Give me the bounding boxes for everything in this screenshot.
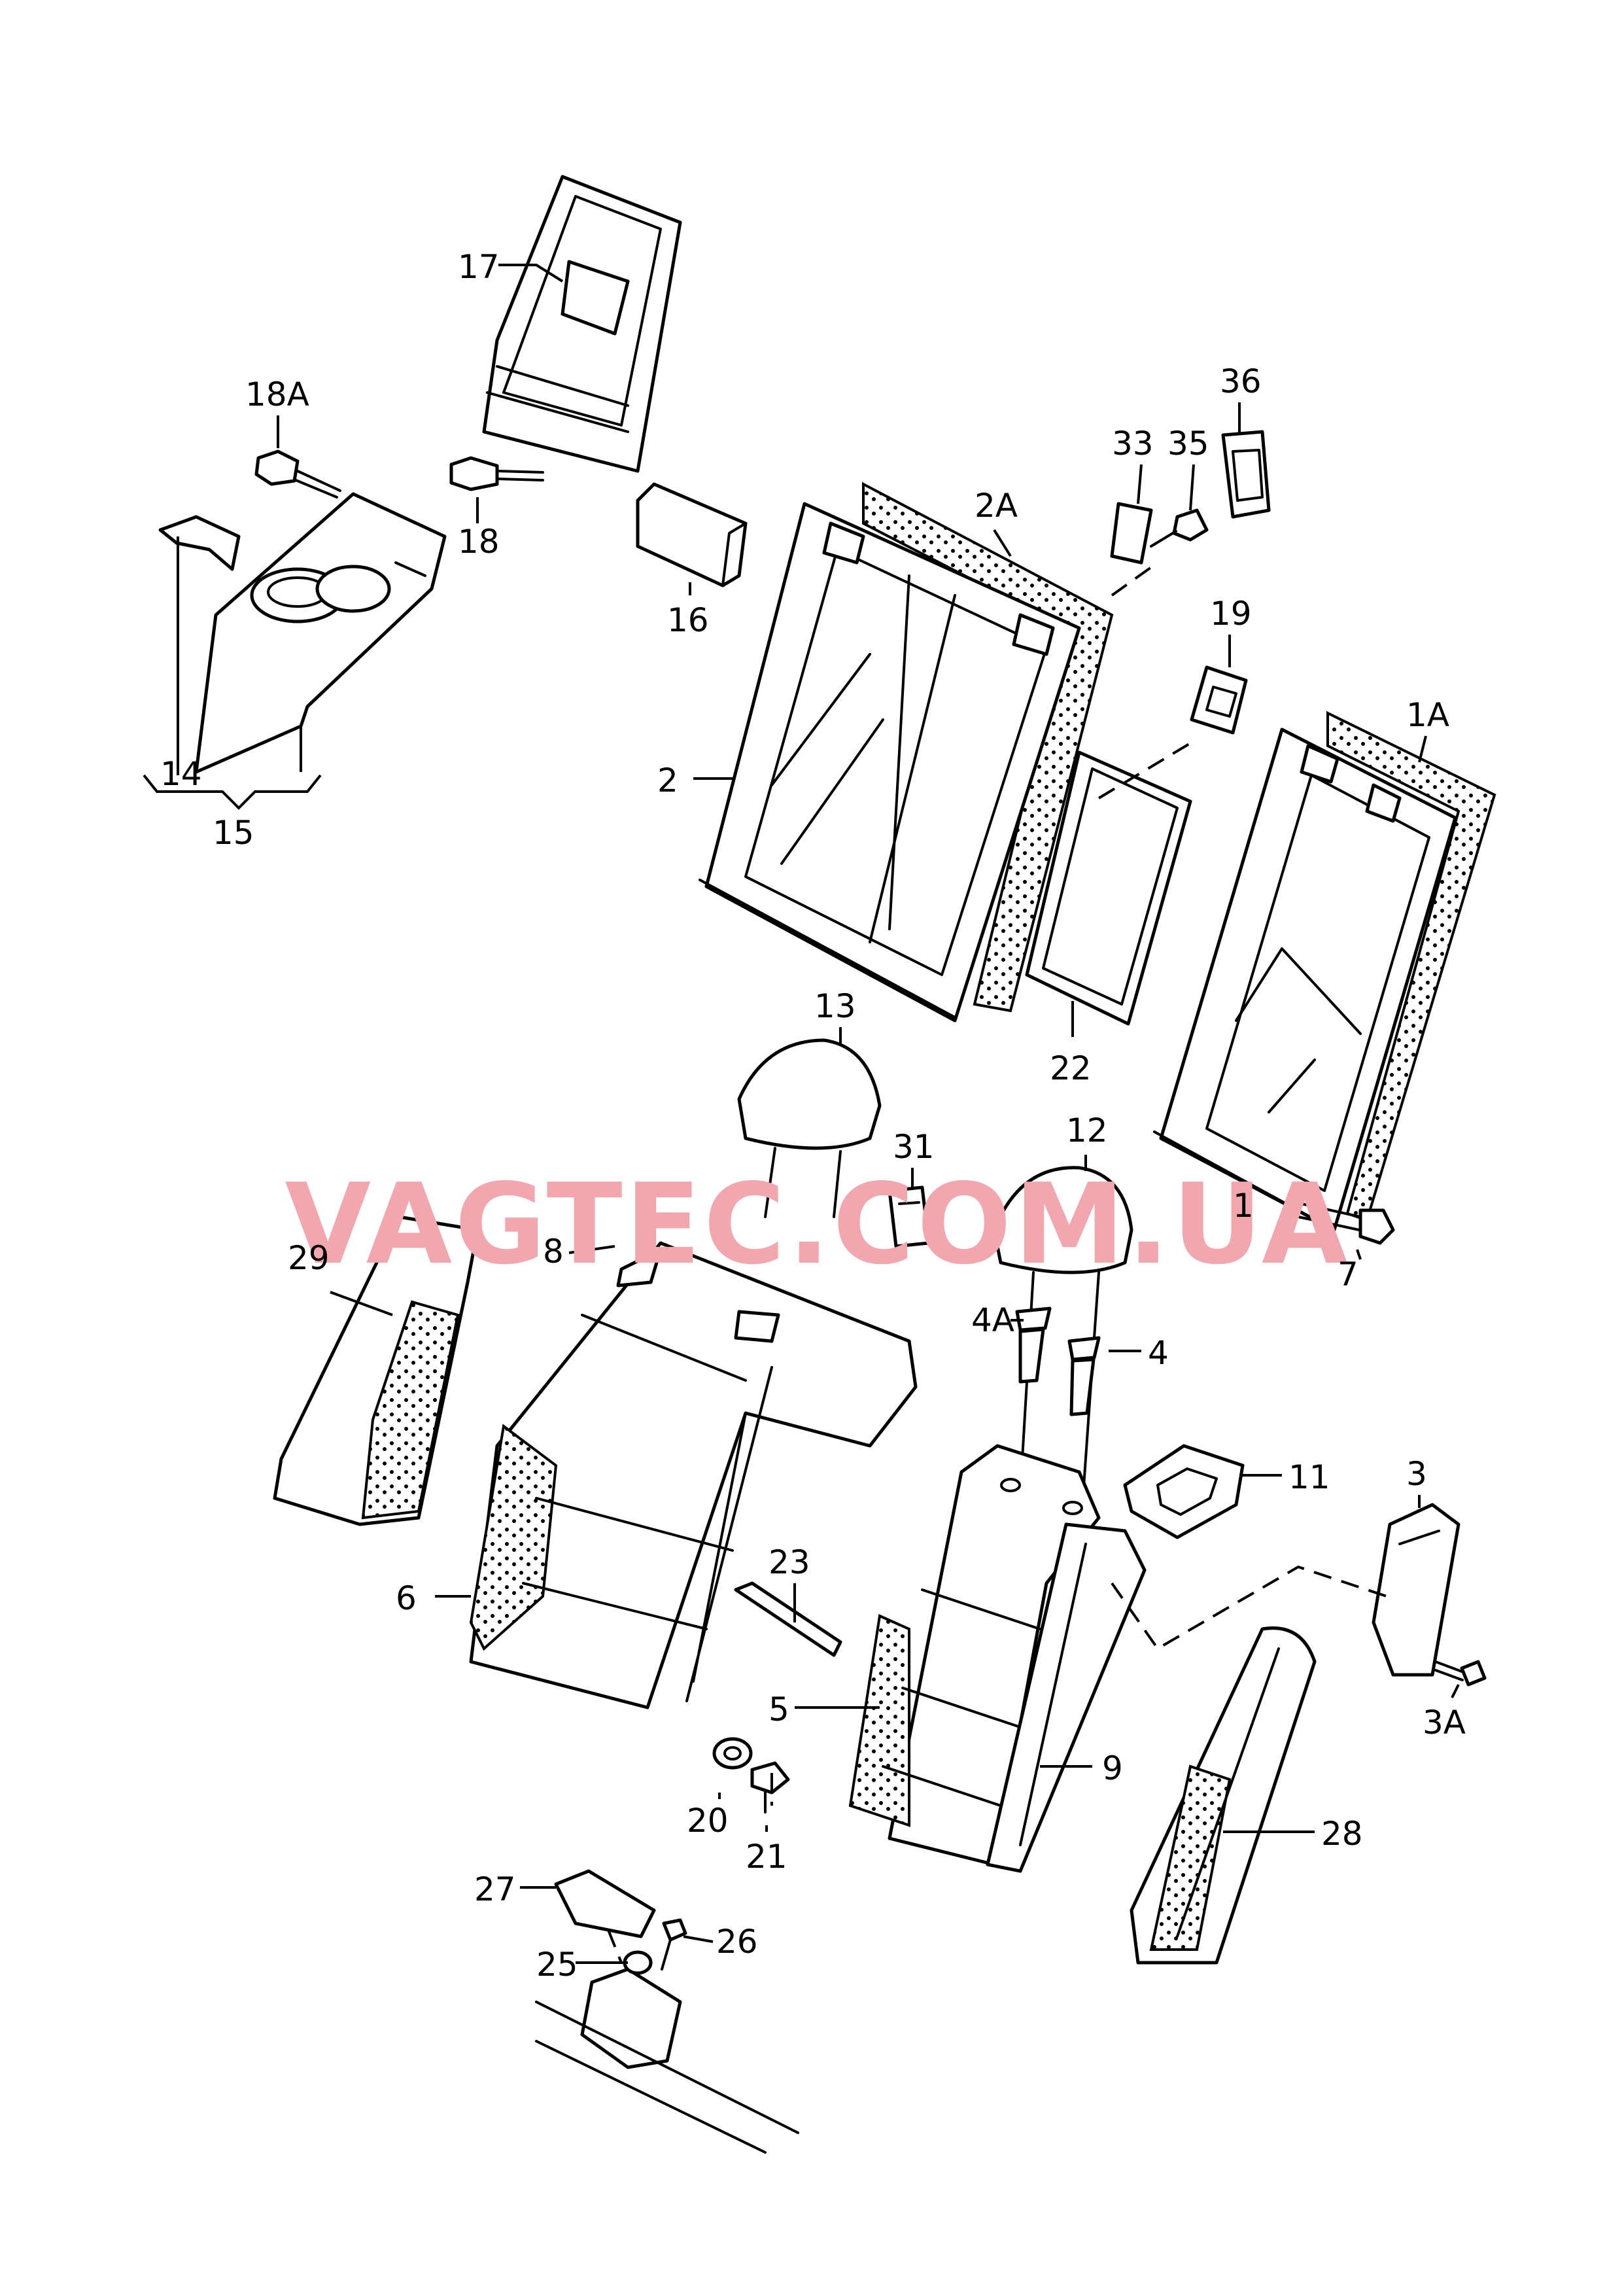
part-8-clip [616, 1248, 663, 1288]
label-11: 11 [1288, 1458, 1330, 1496]
label-25: 25 [536, 1946, 578, 1984]
part-22-panel [1025, 750, 1192, 1026]
label-6: 6 [396, 1579, 417, 1617]
label-14: 14 [160, 755, 202, 793]
part-33-bracket [1110, 502, 1153, 565]
part-31-clip [888, 1185, 931, 1248]
label-31: 31 [893, 1128, 935, 1166]
part-7-bolt [1297, 1202, 1395, 1245]
part-labels: 17 18A 18 16 14 15 2A 33 35 36 19 1A 2 2… [160, 248, 1466, 1984]
leader-lines [143, 264, 1460, 1964]
part-9-side-trim [986, 1522, 1147, 1873]
part-4-guide [1067, 1336, 1101, 1416]
assembly-lines [607, 561, 1387, 1963]
label-23: 23 [769, 1543, 810, 1581]
label-12: 12 [1066, 1112, 1108, 1149]
part-14-insert [158, 515, 241, 571]
part-11-bezel [1123, 1444, 1245, 1539]
label-13: 13 [814, 987, 856, 1025]
label-21: 21 [746, 1838, 787, 1876]
label-29: 29 [288, 1239, 330, 1277]
part-36-cover [1221, 430, 1271, 519]
label-1: 1 [1233, 1187, 1254, 1225]
part-16-pad [636, 482, 748, 587]
label-4a: 4A [971, 1301, 1014, 1339]
part-25-latch [535, 1950, 799, 2154]
label-3: 3 [1406, 1455, 1427, 1493]
part-23-strip [734, 1581, 842, 1657]
part-27-cover [554, 1869, 656, 1938]
label-17: 17 [458, 248, 500, 286]
label-22: 22 [1050, 1049, 1092, 1087]
label-2a: 2A [975, 487, 1018, 525]
label-9: 9 [1102, 1749, 1123, 1787]
label-18a: 18A [245, 376, 309, 413]
watermark-text: VAGTEC.COM.UA [285, 1160, 1351, 1289]
part-1-backrest-frame [1153, 727, 1457, 1232]
label-7: 7 [1338, 1255, 1358, 1293]
part-18a-bolt [254, 449, 341, 499]
part-35-screw [1150, 508, 1209, 548]
part-2-backrest-frame [699, 502, 1081, 1023]
part-4a-guide [1015, 1306, 1052, 1384]
part-28-side-bolster [1130, 1626, 1317, 1965]
label-33: 33 [1112, 425, 1154, 463]
label-27: 27 [474, 1870, 516, 1908]
label-4: 4 [1148, 1334, 1169, 1372]
part-19-clip [1190, 665, 1248, 735]
part-20-grommet [712, 1737, 753, 1770]
label-15: 15 [213, 814, 254, 852]
label-3a: 3A [1423, 1704, 1466, 1742]
label-5: 5 [769, 1691, 789, 1728]
part-17-armrest-frame [482, 175, 682, 473]
label-26: 26 [716, 1923, 758, 1961]
part-13-headrest [737, 1038, 882, 1218]
part-29-side-trim [273, 1215, 479, 1526]
part-3-bracket [1372, 1503, 1460, 1677]
part-6-backrest-cover [469, 1241, 918, 1709]
part-21-clip [750, 1761, 790, 1813]
label-2: 2 [657, 762, 678, 799]
label-19: 19 [1210, 595, 1252, 633]
label-8: 8 [543, 1233, 564, 1270]
part-26-screw [661, 1918, 687, 1971]
label-35: 35 [1167, 425, 1209, 463]
part-15-cupholder [194, 492, 447, 774]
part-3a-screw [1434, 1660, 1487, 1687]
label-16: 16 [667, 601, 709, 639]
label-20: 20 [687, 1802, 729, 1840]
part-18-bolt [449, 456, 544, 491]
label-36: 36 [1220, 362, 1262, 400]
label-18: 18 [458, 523, 500, 561]
label-1a: 1A [1406, 696, 1449, 734]
label-28: 28 [1321, 1815, 1363, 1853]
